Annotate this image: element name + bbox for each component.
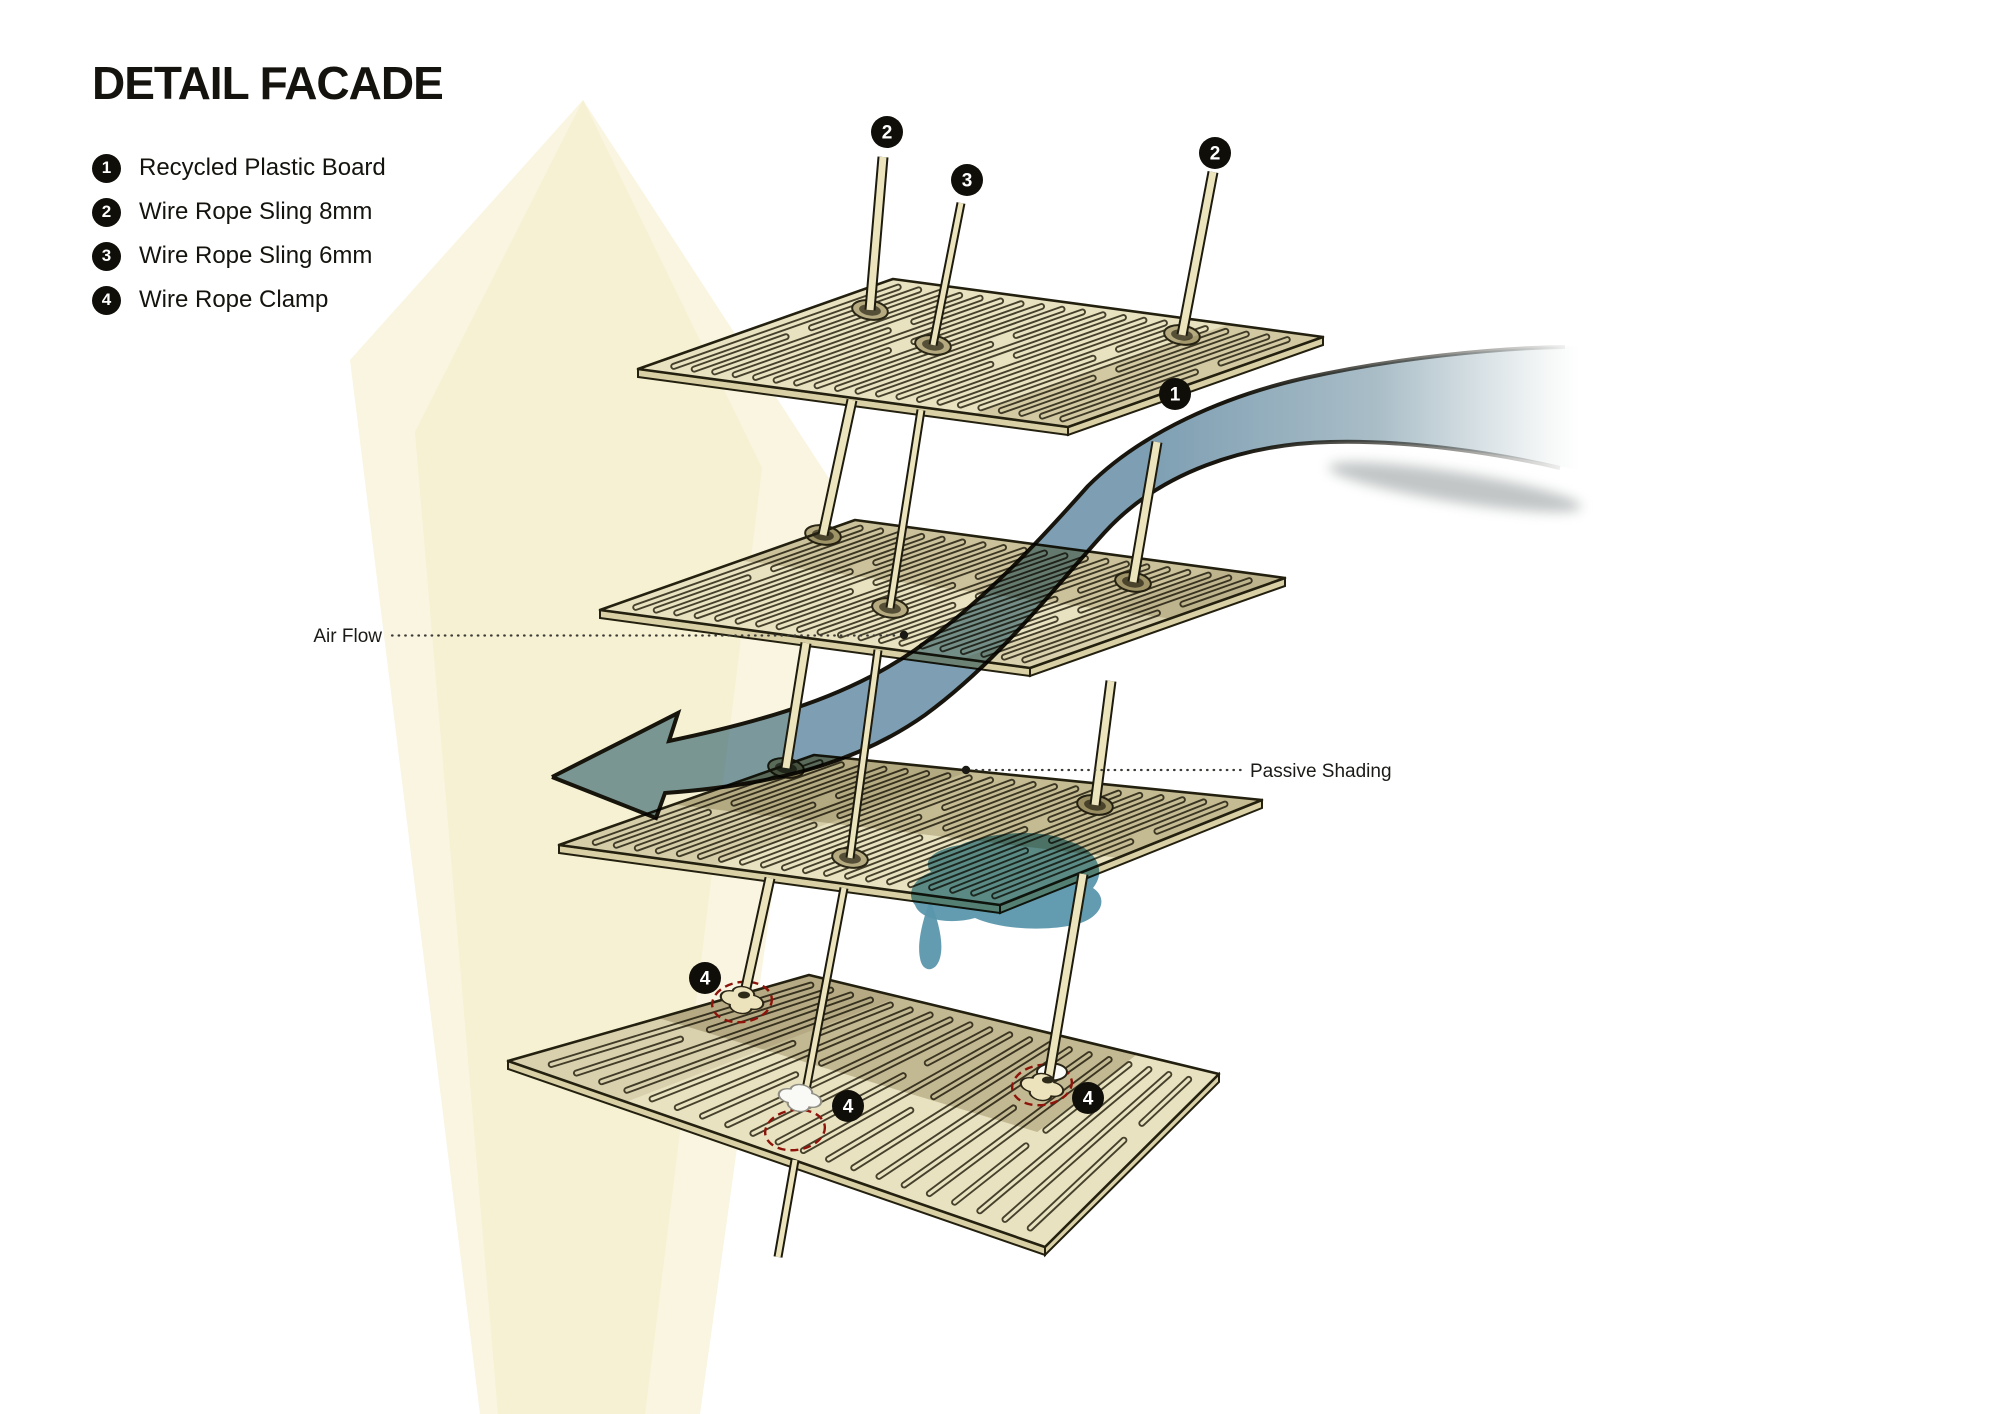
ribbon-edge-top [551, 345, 1566, 779]
diagram-badge-2: 2 [871, 116, 903, 148]
wire-rope-clamps [719, 985, 1065, 1113]
air-flow-dot [899, 630, 909, 640]
ribbon-edge-bottom [551, 439, 1561, 821]
air-flow-ribbon [551, 345, 1582, 821]
legend-label: Wire Rope Sling 8mm [139, 198, 373, 225]
legend-label: Recycled Plastic Board [139, 154, 386, 181]
clamp-dashed-outline [763, 1108, 827, 1152]
svg-text:4: 4 [843, 1097, 854, 1118]
svg-text:2: 2 [882, 123, 893, 144]
board-shade-band [961, 568, 1285, 668]
callouts: Air Flow Passive Shading [313, 626, 1391, 782]
legend-label: Wire Rope Sling 6mm [139, 242, 373, 269]
legend-label: Wire Rope Clamp [139, 286, 329, 313]
legend-item-1: 1 Recycled Plastic Board [92, 146, 443, 190]
board-outline [636, 277, 1325, 429]
page-title: DETAIL FACADE [92, 57, 444, 109]
passive-shading-label: Passive Shading [1250, 761, 1392, 782]
legend-badge-3: 3 [92, 241, 121, 271]
legend-badge-4: 4 [92, 285, 121, 315]
diagram-badge-3: 3 [951, 164, 983, 196]
board-shade-band [973, 324, 1323, 427]
diagram-badge-1: 1 [1159, 378, 1191, 410]
diagram-badge-2: 2 [1199, 137, 1231, 169]
clamp-dashed-outline [710, 980, 774, 1024]
board-outline [598, 518, 1287, 670]
legend-item-2: 2 Wire Rope Sling 8mm [92, 190, 443, 234]
board-shade-band [508, 975, 900, 1102]
legend-badge-1: 1 [92, 153, 121, 183]
svg-text:4: 4 [700, 969, 711, 990]
legend-badge-2: 2 [92, 197, 121, 227]
ribbon-shadow [1328, 462, 1582, 512]
board-1 [636, 277, 1325, 437]
diagram-badge-4: 4 [832, 1090, 864, 1122]
diagram-badge-4: 4 [689, 962, 721, 994]
svg-text:4: 4 [1083, 1089, 1094, 1110]
diagram-badge-4: 4 [1072, 1082, 1104, 1114]
svg-text:1: 1 [1170, 385, 1181, 406]
legend-item-3: 3 Wire Rope Sling 6mm [92, 234, 443, 278]
ribbon-band [552, 346, 1578, 818]
board-top [636, 277, 1325, 437]
board-outline [506, 973, 1221, 1249]
board-4 [506, 973, 1221, 1258]
svg-text:3: 3 [962, 171, 973, 192]
passive-shading-dot [961, 765, 971, 775]
legend-item-4: 4 Wire Rope Clamp [92, 278, 443, 322]
puddle-shape [910, 833, 1102, 929]
board-shade-band [559, 755, 971, 866]
puddle-drip [919, 900, 942, 970]
wire-rope-clamp [777, 1083, 823, 1113]
air-flow-label: Air Flow [313, 626, 382, 647]
wire-ropes [738, 156, 1219, 1258]
svg-text:2: 2 [1210, 144, 1221, 165]
clamp-dashed-outline [1010, 1063, 1074, 1107]
water-puddle [910, 833, 1102, 970]
diagram-badges: 2 3 2 1 4 4 4 [689, 116, 1231, 1122]
